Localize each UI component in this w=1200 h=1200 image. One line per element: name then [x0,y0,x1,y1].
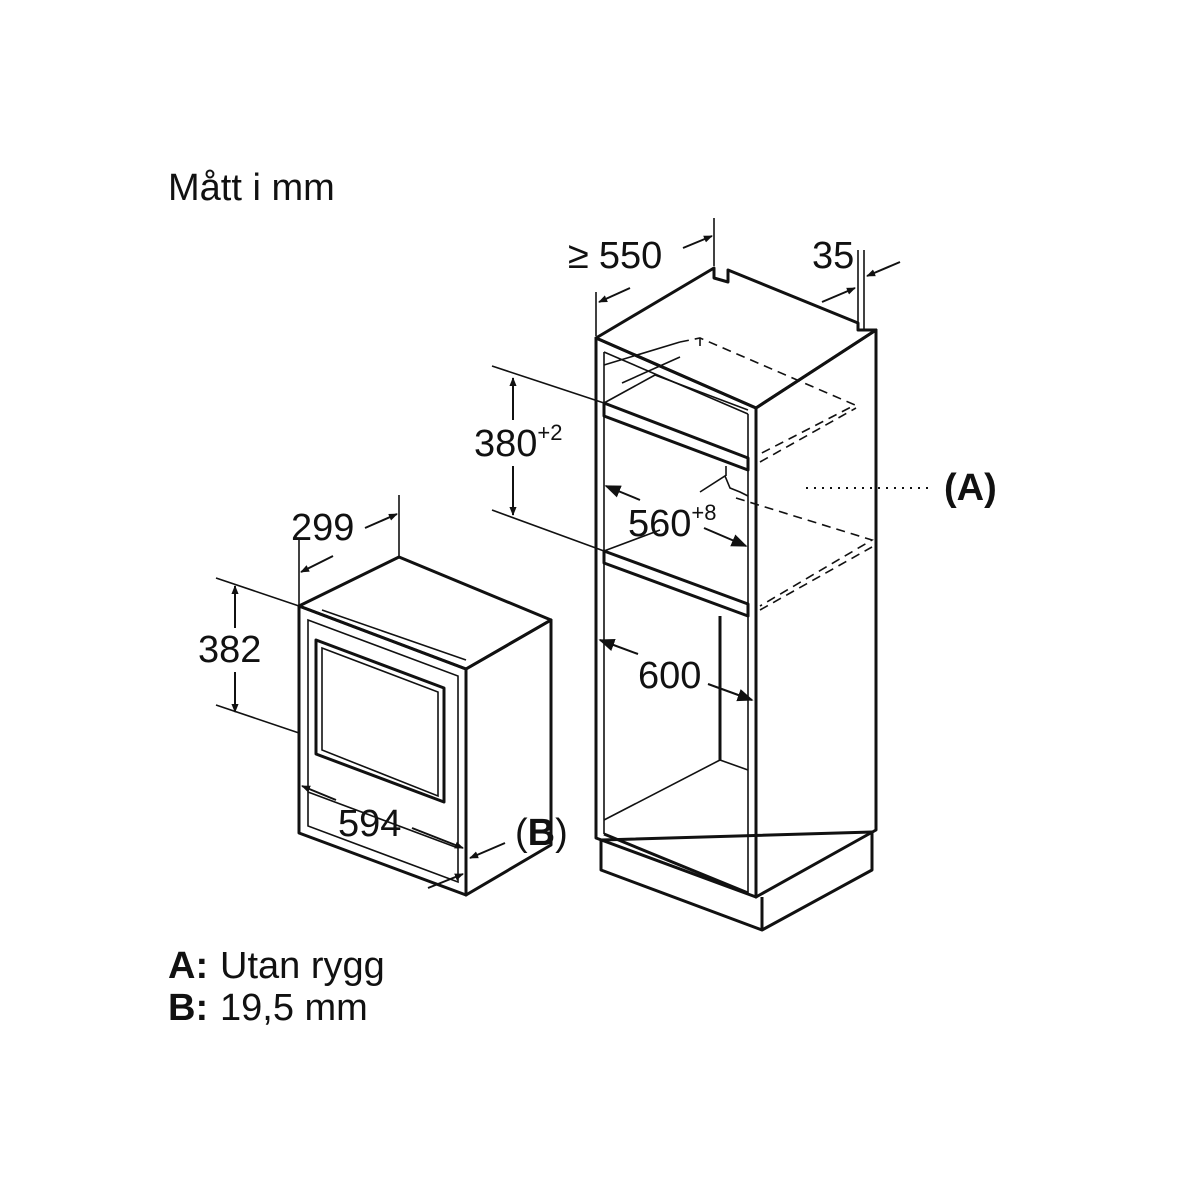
label-560-tolerance: +8 [691,500,716,525]
legend-key-b: B: [168,987,208,1029]
callout-b: (B) [515,812,568,854]
dimension-cabinet-inner-width: 600 [598,638,754,702]
label-560: 560+8 [628,500,717,545]
callout-b-letter: B [528,812,555,854]
dimension-b: (B) [427,812,568,889]
label-cabinet-depth: ≥550 [568,235,662,277]
dimension-cabinet-depth: ≥550 [568,218,715,336]
dimension-niche-height: 380+2 [474,365,605,552]
legend-key-a: A: [168,945,208,987]
label-380-tolerance: +2 [537,420,562,445]
label-380: 380+2 [474,420,563,465]
appliance-drawing [297,555,553,897]
callout-a: (A) [944,467,997,509]
dimension-appliance-width: 594 [298,752,467,888]
label-cabinet-depth-prefix: ≥ [568,235,589,277]
label-600: 600 [638,655,701,697]
label-380-value: 380 [474,423,537,465]
label-35: 35 [812,235,854,277]
dimension-niche-width: 560+8 [604,485,748,547]
legend: A: Utan rygg B: 19,5 mm [168,945,385,1029]
page-title: Mått i mm [168,167,335,209]
dimension-cabinet-side: 35 [812,235,901,330]
legend-value-a: Utan rygg [220,945,385,987]
label-299: 299 [291,507,354,549]
cabinet-drawing [594,266,878,932]
label-560-value: 560 [628,503,691,545]
label-382: 382 [198,629,261,671]
dimension-appliance-depth: 299 [291,495,400,606]
callout-a-group: (A) [806,467,997,509]
dimension-appliance-height: 382 [198,577,300,734]
callout-b-close: ) [555,812,568,854]
label-594: 594 [338,803,401,845]
legend-value-b: 19,5 mm [220,987,368,1029]
label-550: 550 [599,235,662,277]
callout-b-open: ( [515,812,528,854]
